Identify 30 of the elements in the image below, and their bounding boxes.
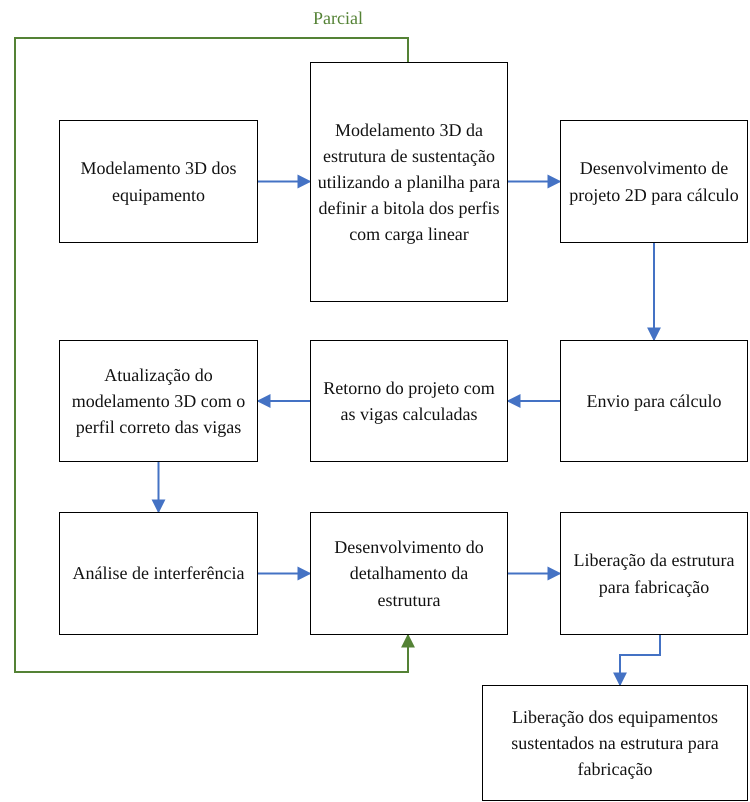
arrow — [613, 635, 661, 686]
process-box — [310, 62, 508, 302]
process-box — [310, 340, 508, 462]
process-box — [59, 120, 258, 243]
process-box — [482, 685, 748, 801]
box-text: Retorno do projeto com as vigas calculadas — [322, 376, 496, 426]
box-text: Modelamento 3D da estrutura de sustentação utilizando a planilha para definir a bitola dos perfis com carga linear — [317, 118, 501, 246]
box-text: Desenvolvimento do detalhamento da estrutura — [333, 536, 485, 612]
box-text: Atualização do modelamento 3D com o perfil correto das vigas — [70, 364, 246, 440]
arrow — [256, 394, 310, 408]
arrow — [152, 462, 166, 514]
process-box — [310, 512, 508, 635]
box-text: Análise de interferência — [72, 562, 244, 586]
box-text: Modelamento 3D dos equipamento — [80, 157, 238, 207]
box-text: Envio para cálculo — [586, 390, 722, 413]
process-box — [560, 512, 748, 635]
arrow — [258, 174, 312, 188]
box-text: Liberação da estrutura para fabricação — [572, 549, 736, 599]
box-text: Liberação dos equipamentos sustentados na estrutura para fabricação — [510, 706, 720, 782]
arrow — [506, 394, 560, 408]
arrow — [14, 37, 415, 673]
arrow — [647, 243, 661, 342]
arrow — [508, 566, 562, 580]
process-box — [59, 340, 258, 462]
process-box — [560, 340, 748, 462]
arrow — [508, 174, 562, 188]
arrow — [258, 566, 312, 580]
process-box — [59, 512, 258, 635]
box-text: Desenvolvimento de projeto 2D para cálculo — [568, 157, 740, 207]
process-box — [560, 120, 748, 243]
